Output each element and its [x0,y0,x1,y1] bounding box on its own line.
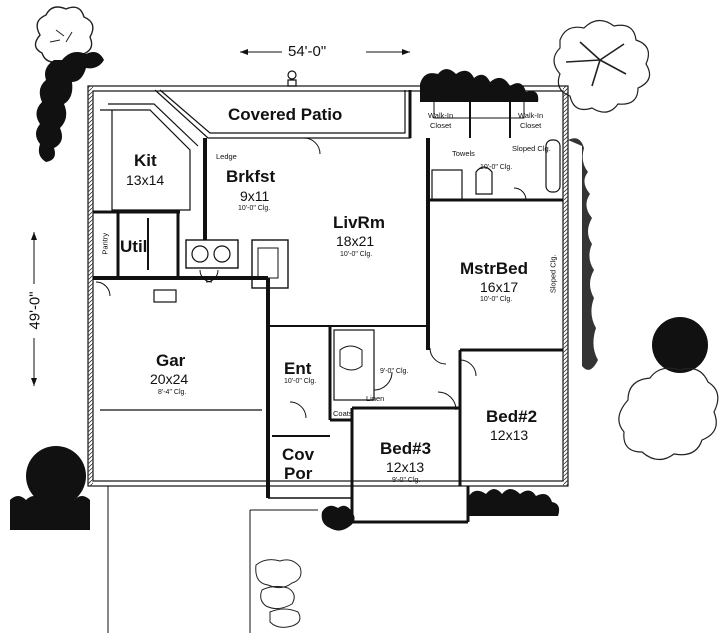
room-brkfst-size: 9x11 [240,188,270,204]
room-brkfst-name: Brkfst [226,167,276,186]
room-kit-size: 13x14 [126,172,165,188]
room-brkfst-ceiling: 10'-0" Clg. [238,205,271,212]
room-covpor-line2: Por [284,464,313,483]
landscaping [10,6,719,628]
tree-right-outline [618,367,719,461]
shrubs-right [568,138,598,370]
dimension-depth: 49'-0" [26,291,44,330]
room-gar-ceiling: 8'-4" Clg. [158,389,187,396]
door-swings [95,137,527,419]
stone-walk [255,559,302,628]
exterior-walls [87,85,569,487]
interior-walls [93,90,563,633]
note-bath-clg: 10'-0" Clg. [480,164,513,171]
room-bed3-size: 12x13 [386,459,425,475]
room-bed3-name: Bed#3 [380,439,432,458]
shrub-row-bottom-right [468,489,560,516]
note-ledge: Ledge [216,152,237,161]
note-coats: Coats [333,409,353,418]
room-mstrbed-name: MstrBed [460,259,529,278]
note-walkin-left-2: Closet [430,121,452,130]
room-bed2-size: 12x13 [490,427,529,443]
note-hall-clg: 9'-0" Clg. [380,368,409,375]
dimension-width: 54'-0" [288,43,327,60]
room-livrm-ceiling: 10'-0" Clg. [340,251,373,258]
tree-right-dark [652,317,708,373]
tree-top-right [553,19,651,113]
room-covered-patio: Covered Patio [228,105,343,124]
room-mstrbed-ceiling: 10'-0" Clg. [480,296,513,303]
room-bed2-name: Bed#2 [486,407,538,426]
note-walkin-left-1: Walk-In [428,111,454,120]
shrubs-left [36,52,104,162]
tree-bottom-left-dark [10,446,90,530]
room-livrm-name: LivRm [333,213,385,232]
note-pantry: Pantry [100,232,110,255]
room-ent-name: Ent [284,359,312,378]
room-ent-ceiling: 10'-0" Clg. [284,378,317,385]
note-sloped-clg-top: Sloped Clg. [512,144,551,153]
room-kit-name: Kit [134,151,157,170]
tree-top-left [34,6,94,64]
note-towels: Towels [452,149,475,158]
room-gar-size: 20x24 [150,371,189,387]
room-bed3-ceiling: 9'-0" Clg. [392,477,421,484]
note-walkin-right-2: Closet [520,121,542,130]
room-covpor-line1: Cov [282,445,315,464]
room-util-name: Util [120,237,148,256]
dimension-lines [31,49,410,386]
note-sloped-clg-side: Sloped Clg. [548,254,558,294]
room-mstrbed-size: 16x17 [480,279,519,295]
room-livrm-size: 18x21 [336,233,375,249]
room-gar-name: Gar [156,351,186,370]
note-linen: Linen [366,394,385,403]
shrub-bottom-center [321,505,355,531]
note-walkin-right-1: Walk-In [518,111,544,120]
